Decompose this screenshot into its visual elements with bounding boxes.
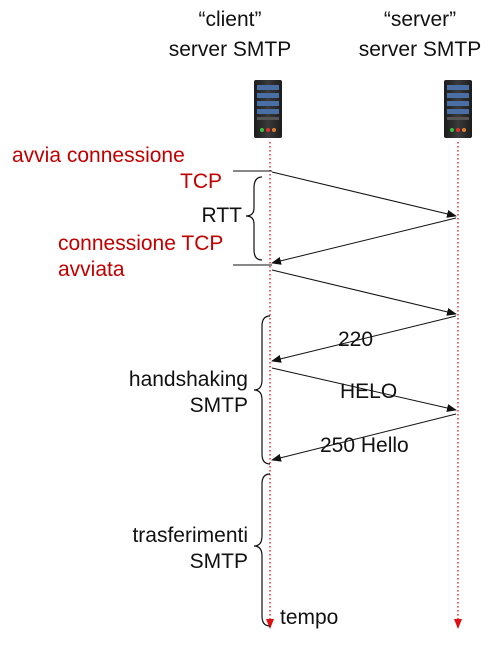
rtt-label: RTT (201, 204, 242, 227)
tcp-start-label: avvia connessione (12, 144, 185, 167)
client-server-icon (254, 80, 282, 138)
syn-arrow (271, 171, 457, 218)
rtt-brace (245, 176, 263, 261)
handshake-label: handshaking (128, 368, 248, 391)
reply-250-arrow (271, 413, 457, 462)
tcp-start-label-2: TCP (180, 170, 222, 193)
time-label: tempo (280, 606, 339, 629)
server-title: “server” (383, 8, 457, 31)
reply-220-arrow (271, 315, 457, 363)
server-server-icon (444, 80, 472, 138)
helo-label: HELO (340, 380, 398, 403)
reply-250-label: 250 Hello (320, 434, 409, 457)
client-title: “client” (198, 8, 262, 31)
tcp-established-label-2: avviata (58, 258, 125, 281)
server-subtitle: server SMTP (358, 38, 482, 61)
helo-arrow (271, 367, 457, 412)
transfer-label: trasferimenti (132, 524, 248, 547)
tcp-established-label: connessione TCP (58, 232, 224, 255)
transfer-brace (253, 473, 271, 627)
reply-220-label: 220 (338, 328, 374, 351)
synack-arrow (271, 217, 457, 265)
handshake-brace (253, 315, 271, 465)
transfer-label-2: SMTP (189, 550, 248, 573)
handshake-label-2: SMTP (189, 394, 248, 417)
ack-arrow (271, 269, 457, 316)
client-subtitle: server SMTP (168, 38, 292, 61)
